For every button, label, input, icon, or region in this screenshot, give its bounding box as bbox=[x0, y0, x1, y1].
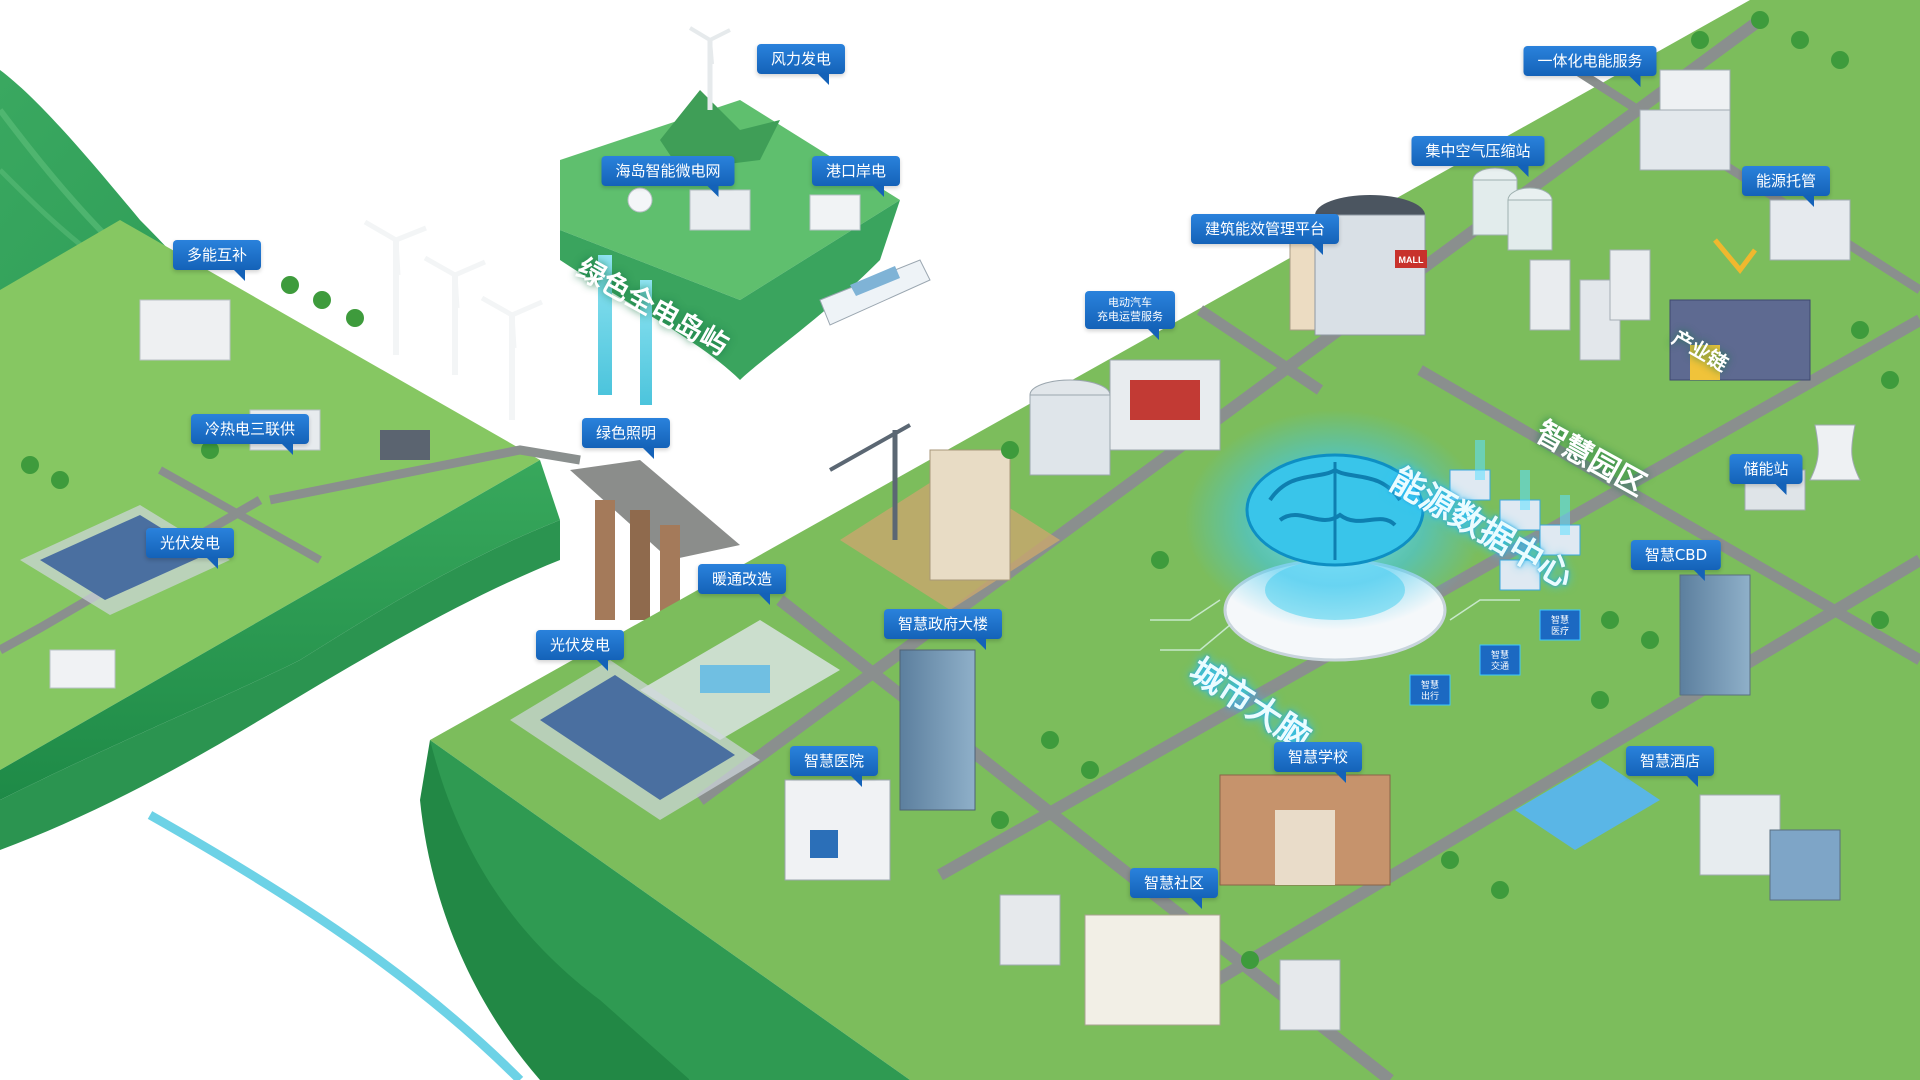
callout-cchp[interactable]: 冷热电三联供 bbox=[190, 414, 310, 455]
hub-tile-line: 医疗 bbox=[1551, 625, 1569, 637]
hub-tile: 智慧 交通 bbox=[1479, 644, 1521, 676]
hub-tile: 智慧 医疗 bbox=[1539, 609, 1581, 641]
circuit-lines bbox=[1150, 599, 1520, 651]
hub-tile-line: 智慧 bbox=[1551, 614, 1569, 626]
river bbox=[147, 811, 524, 1080]
callout-smart-gov[interactable]: 智慧政府大楼 bbox=[883, 609, 1003, 650]
callout-smart-hospital[interactable]: 智慧医院 bbox=[789, 746, 879, 787]
wind-turbine-icon bbox=[423, 255, 486, 375]
callout-ev-charging[interactable]: 电动汽车 充电运营服务 bbox=[1085, 291, 1175, 340]
road bbox=[1146, 554, 1920, 1026]
data-center bbox=[1449, 440, 1581, 591]
callout-island-microgrid[interactable]: 海岛智能微电网 bbox=[601, 156, 735, 197]
crane-icon bbox=[829, 423, 911, 540]
callout-integrated-power[interactable]: 一体化电能服务 bbox=[1523, 46, 1657, 87]
mall-sign-icon: MALL bbox=[1395, 250, 1427, 268]
callout-green-lighting[interactable]: 绿色照明 bbox=[581, 418, 671, 459]
callout-wind-power[interactable]: 风力发电 bbox=[756, 44, 846, 85]
callout-compressed-air[interactable]: 集中空气压缩站 bbox=[1411, 136, 1545, 177]
hub-tile: 智慧 出行 bbox=[1409, 674, 1451, 706]
hotel-pool bbox=[1515, 760, 1660, 850]
island-hill bbox=[660, 90, 780, 170]
bridge bbox=[570, 460, 740, 625]
hub-tile-line: 交通 bbox=[1491, 660, 1509, 672]
callout-ev-line1: 电动汽车 bbox=[1108, 296, 1152, 309]
road bbox=[1196, 305, 1324, 395]
callout-smart-community[interactable]: 智慧社区 bbox=[1129, 868, 1219, 909]
road bbox=[158, 466, 322, 564]
callout-smart-school[interactable]: 智慧学校 bbox=[1273, 742, 1363, 783]
callout-building-energy[interactable]: 建筑能效管理平台 bbox=[1190, 214, 1340, 255]
left-cliff bbox=[0, 460, 560, 800]
wind-turbine-icon bbox=[688, 26, 731, 110]
mall-sign-text: MALL bbox=[1399, 255, 1424, 265]
waterfall bbox=[640, 280, 652, 405]
road bbox=[1417, 365, 1920, 665]
wind-turbine-icon bbox=[480, 295, 543, 420]
hub-tile-line: 出行 bbox=[1421, 690, 1439, 702]
left-cliff-lower bbox=[0, 520, 560, 850]
callout-smart-hotel[interactable]: 智慧酒店 bbox=[1625, 746, 1715, 787]
callout-storage-station[interactable]: 储能站 bbox=[1729, 454, 1803, 495]
road bbox=[1557, 56, 1920, 294]
waterfall bbox=[598, 255, 612, 395]
island-side bbox=[560, 200, 900, 380]
callout-energy-hosting[interactable]: 能源托管 bbox=[1741, 166, 1831, 207]
trees bbox=[21, 11, 1899, 969]
main-cliff-lower bbox=[420, 740, 690, 1080]
callout-shore-power[interactable]: 港口岸电 bbox=[811, 156, 901, 197]
callout-pv-left[interactable]: 光伏发电 bbox=[145, 528, 235, 569]
brain-icon bbox=[1245, 453, 1425, 567]
yacht-icon bbox=[819, 259, 931, 326]
callout-hvac-retrofit[interactable]: 暖通改造 bbox=[697, 564, 787, 605]
hub-tile-line: 智慧 bbox=[1491, 649, 1509, 661]
hub-tile-line: 智慧 bbox=[1421, 679, 1439, 691]
solar-panel-icon bbox=[510, 660, 760, 820]
road bbox=[269, 445, 581, 505]
callout-multi-energy[interactable]: 多能互补 bbox=[172, 240, 262, 281]
left-plateau bbox=[0, 220, 540, 770]
wind-turbine-icon bbox=[363, 219, 427, 355]
callout-ev-line2: 充电运营服务 bbox=[1097, 310, 1163, 323]
callout-pv-center[interactable]: 光伏发电 bbox=[535, 630, 625, 671]
callout-smart-cbd[interactable]: 智慧CBD bbox=[1630, 540, 1722, 581]
